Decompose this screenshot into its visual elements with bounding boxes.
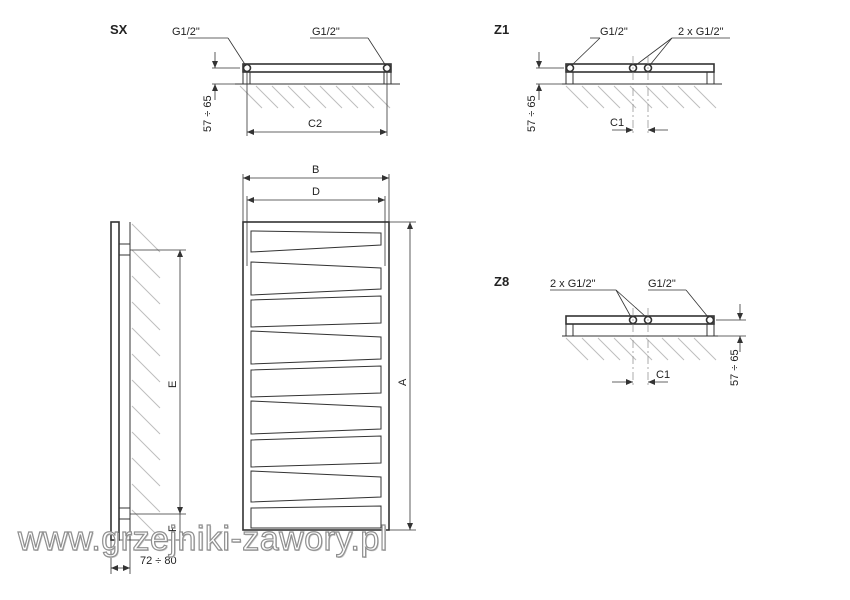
sx-right-bracket: [383, 71, 392, 85]
z8-label-single: G1/2": [648, 278, 676, 290]
z8-label-double: 2 x G1/2": [550, 278, 596, 290]
z1-right-bracket: [706, 71, 715, 85]
sx-left-bracket: [242, 71, 251, 85]
side-top-bracket: [118, 243, 131, 256]
sx-spacing-label: C2: [308, 118, 322, 130]
watermark-text: www.grzejniki-zawory.pl: [17, 519, 388, 558]
z1-connection-2: [628, 63, 638, 73]
sx-label-right: G1/2": [312, 26, 340, 38]
front-height-label: A: [397, 378, 409, 386]
side-bottom-label: F: [167, 525, 179, 532]
front-rung-5: [250, 365, 382, 398]
side-depth-label: 72 ÷ 80: [140, 555, 177, 567]
front-rung-7: [250, 435, 382, 468]
z1-label-double: 2 x G1/2": [678, 26, 724, 38]
front-radiator-frame: [242, 221, 390, 531]
z8-height-label: 57 ÷ 65: [729, 349, 741, 386]
side-wall-hatch: [129, 222, 161, 540]
z1-label-single: G1/2": [600, 26, 628, 38]
z8-spacing-label: C1: [656, 369, 670, 381]
z1-left-bracket: [565, 71, 574, 85]
view-sx: SX G1/2" G1/2" 57 ÷ 65: [110, 22, 400, 136]
front-view: B D A: [242, 164, 416, 531]
front-rung-6: [250, 400, 382, 435]
z8-wall-hatch: [562, 335, 718, 361]
sx-wall-hatch: [235, 83, 400, 109]
sx-radiator-bar: [242, 63, 392, 73]
z8-right-bracket: [706, 323, 715, 337]
side-axis-label: E: [167, 381, 179, 388]
z1-connection-3: [643, 63, 653, 73]
z1-spacing-label: C1: [610, 117, 624, 129]
sx-label-left: G1/2": [172, 26, 200, 38]
z8-left-bracket: [565, 323, 574, 337]
front-rung-1: [250, 230, 382, 253]
front-inner-width-label: D: [312, 186, 320, 198]
sx-height-label: 57 ÷ 65: [202, 95, 214, 132]
view-z1: Z1 G1/2" 2 x G1/2" 57 ÷ 65: [494, 22, 730, 136]
sx-left-connection: [242, 63, 252, 73]
z1-height-label: 57 ÷ 65: [526, 95, 538, 132]
front-rung-2: [250, 261, 382, 296]
side-radiator-profile: [110, 221, 120, 541]
view-z8-title: Z8: [494, 274, 509, 289]
front-rung-3: [250, 295, 382, 328]
z1-connection-1: [565, 63, 575, 73]
front-rung-9: [250, 505, 382, 529]
view-z1-title: Z1: [494, 22, 509, 37]
z8-connection-2: [643, 315, 653, 325]
z8-radiator-bar: [565, 315, 715, 325]
front-rung-4: [250, 330, 382, 365]
side-view: E F 72 ÷ 80: [110, 221, 186, 574]
view-z8: Z8 2 x G1/2" G1/2" 57 ÷ 65: [494, 274, 746, 388]
z1-radiator-bar: [565, 63, 715, 73]
sx-right-connection: [382, 63, 392, 73]
front-rung-8: [250, 470, 382, 503]
front-width-label: B: [312, 164, 319, 176]
z8-connection-1: [628, 315, 638, 325]
z1-wall-hatch: [562, 83, 722, 109]
view-sx-title: SX: [110, 22, 128, 37]
z8-connection-3: [705, 315, 715, 325]
side-bottom-bracket: [118, 507, 131, 520]
